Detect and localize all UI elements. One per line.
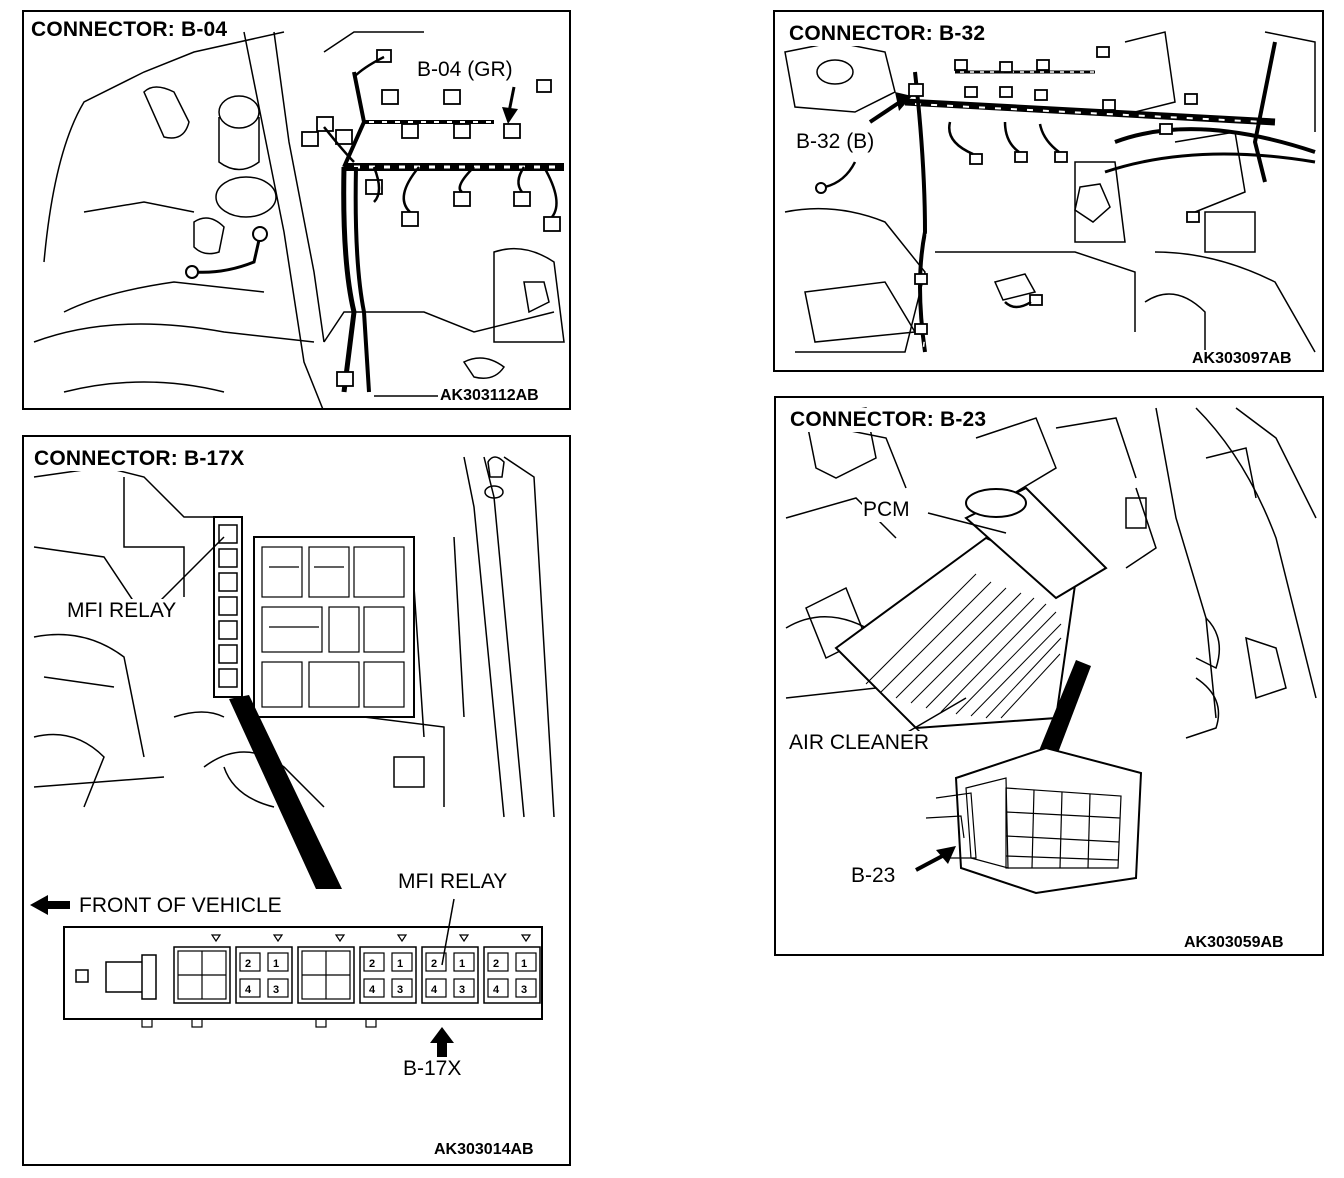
relay6-pin-4: 4 xyxy=(493,984,500,996)
b17x-title: CONNECTOR: B-17X xyxy=(32,447,247,471)
relay5-pin-4: 4 xyxy=(431,984,438,996)
relay4-pin-3: 3 xyxy=(397,984,403,996)
b04-figure-code: AK303112AB xyxy=(438,387,541,405)
b23-title: CONNECTOR: B-23 xyxy=(788,408,989,432)
relay6-pin-2: 2 xyxy=(493,958,499,970)
relay2-pin-3: 3 xyxy=(273,984,279,996)
relay4-pin-4: 4 xyxy=(369,984,376,996)
b17x-relay-box-illustration: 2 1 4 3 2 1 4 3 2 1 4 3 2 1 4 3 xyxy=(30,456,555,1061)
relay2-pin-4: 4 xyxy=(245,984,252,996)
b17x-relay-callout: MFI RELAY xyxy=(66,599,178,623)
b23-air-cleaner-label: AIR CLEANER xyxy=(788,731,931,755)
relay5-pin-3: 3 xyxy=(459,984,465,996)
relay5-pin-1: 1 xyxy=(459,958,465,970)
relay6-pin-1: 1 xyxy=(521,958,527,970)
relay2-pin-2: 2 xyxy=(245,958,251,970)
relay5-pin-2: 2 xyxy=(431,958,437,970)
panel-connector-b17x: 2 1 4 3 2 1 4 3 2 1 4 3 2 1 4 3 xyxy=(22,435,571,1166)
b17x-front-of-vehicle-label: FRONT OF VEHICLE xyxy=(78,894,283,918)
relay2-pin-1: 1 xyxy=(273,958,279,970)
relay4-pin-1: 1 xyxy=(397,958,403,970)
relay4-pin-2: 2 xyxy=(369,958,375,970)
b17x-figure-code: AK303014AB xyxy=(432,1141,536,1159)
b04-engine-illustration xyxy=(33,31,565,408)
b23-pcm-label: PCM xyxy=(862,498,911,522)
b04-connector-label: B-04 (GR) xyxy=(416,58,514,82)
panel-connector-b04: CONNECTOR: B-04 B-04 (GR) AK303112AB xyxy=(22,10,571,410)
b32-connector-label: B-32 (B) xyxy=(795,130,876,154)
b17x-relay-detail-label: MFI RELAY xyxy=(397,870,509,894)
b04-title: CONNECTOR: B-04 xyxy=(29,18,230,42)
b23-figure-code: AK303059AB xyxy=(1182,934,1286,952)
b32-engine-illustration xyxy=(784,31,1316,353)
b17x-connector-label: B-17X xyxy=(402,1057,463,1081)
b32-title: CONNECTOR: B-32 xyxy=(787,22,988,46)
b23-pcm-illustration xyxy=(785,407,1317,895)
b32-figure-code: AK303097AB xyxy=(1190,350,1294,368)
b23-connector-label: B-23 xyxy=(850,864,897,888)
panel-connector-b32: CONNECTOR: B-32 B-32 (B) AK303097AB xyxy=(773,10,1324,372)
relay6-pin-3: 3 xyxy=(521,984,527,996)
panel-connector-b23: CONNECTOR: B-23 PCM AIR CLEANER B-23 AK3… xyxy=(774,396,1324,956)
